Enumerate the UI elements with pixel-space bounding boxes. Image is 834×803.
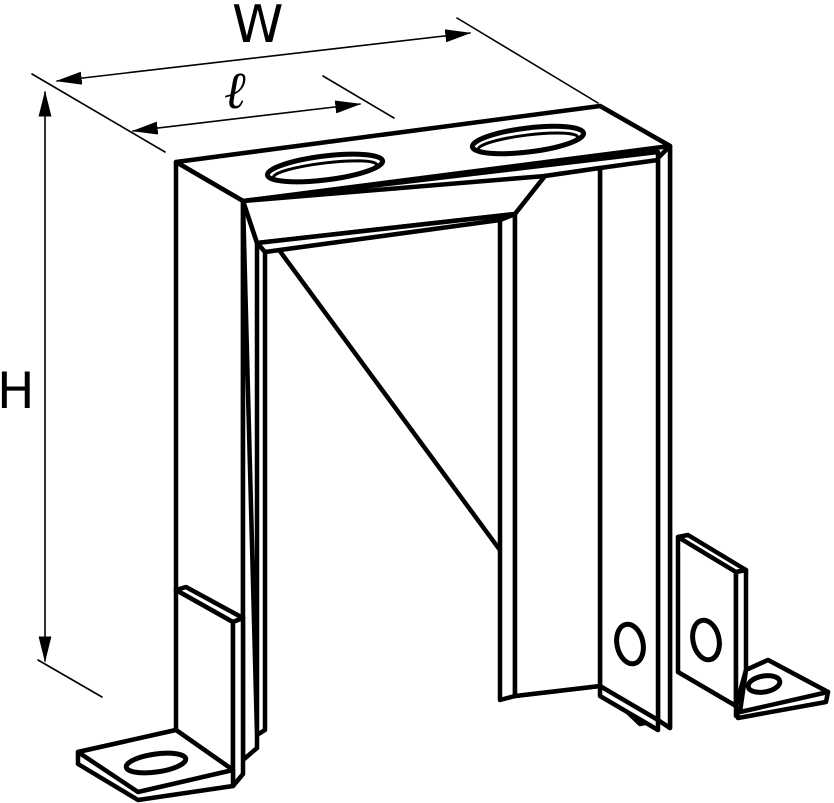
- slot-spacing-dimension-line: [131, 100, 362, 135]
- right-foot-bracket: [675, 532, 831, 721]
- top-slot-left-inner: [271, 159, 379, 183]
- left-foot-base-top: [75, 727, 236, 795]
- right-inner-panel: [512, 165, 603, 699]
- right-leg-hole: [614, 621, 646, 667]
- width-extension-left: [31, 73, 166, 153]
- left-foot-slot: [123, 750, 189, 776]
- left-foot-bracket: [75, 584, 246, 803]
- height-label: H: [0, 362, 35, 420]
- inner-left-column: [240, 198, 268, 763]
- right-leg-lower: [597, 683, 661, 733]
- left-foot-upright-side: [230, 615, 246, 789]
- slot-spacing-label: ℓ: [224, 61, 246, 121]
- u-bracket: [173, 103, 673, 763]
- height-dimension: H: [0, 90, 103, 698]
- slot-spacing-dimension: ℓ: [131, 61, 395, 135]
- right-foot-slot: [745, 673, 783, 695]
- height-extension-bottom: [37, 659, 103, 698]
- width-extension-right: [456, 17, 599, 104]
- width-label: W: [232, 0, 283, 55]
- width-dimension: W: [31, 0, 599, 153]
- width-dimension-line: [55, 29, 472, 85]
- right-foot-base-top: [737, 657, 831, 715]
- slot-spacing-extension: [322, 75, 395, 119]
- right-foot-hole: [690, 617, 722, 663]
- top-slot-right-inner: [476, 131, 580, 155]
